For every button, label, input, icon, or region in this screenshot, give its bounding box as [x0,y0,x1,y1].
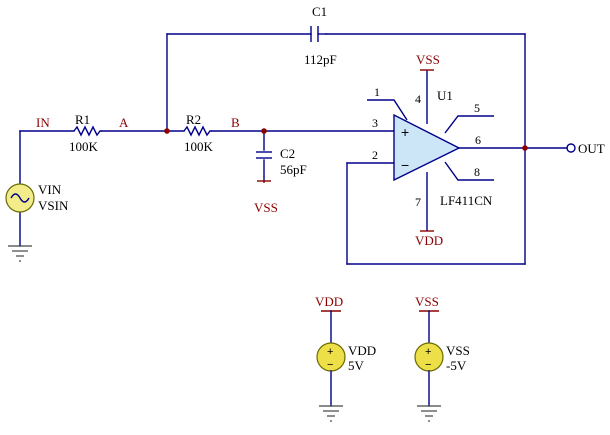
r1-designator: R1 [75,112,90,127]
net-label-out: OUT [578,141,605,156]
junction-node-b [261,128,267,134]
ground-symbol-vin [8,245,32,262]
pin-3-label: 3 [372,116,378,130]
vdd-label-opamp: VDD [415,233,443,248]
vdd-source-port-label: VDD [315,294,343,309]
r1-value: 100K [69,139,99,154]
vss-source-port-label: VSS [415,294,439,309]
power-port-vss-source: VSS [415,294,439,344]
net-label-a: A [119,115,129,130]
power-port-vdd-source: VDD [315,294,343,344]
dc-source-vdd[interactable]: + − VDD 5V [316,342,376,407]
voltage-source-vin[interactable]: VIN VSIN [5,182,69,213]
vin-type: VSIN [38,198,69,213]
power-port-vss-opamp: VSS [416,52,440,71]
power-port-vdd-opamp: VDD [415,230,443,248]
net-label-b: B [231,115,240,130]
pin-6-label: 6 [475,133,481,147]
capacitor-c1[interactable]: C1 112pF [304,4,337,67]
vdd-source-value: 5V [348,358,365,373]
c1-designator: C1 [312,4,327,19]
r2-designator: R2 [186,112,201,127]
power-port-vss-c2: VSS [254,180,278,215]
junction-node-a [164,128,170,134]
pin-2-label: 2 [372,148,378,162]
output-port [566,143,576,153]
opamp-plus-sign: + [401,124,409,140]
u1-designator: U1 [437,88,453,103]
vin-designator: VIN [38,182,62,197]
c1-value: 112pF [304,52,337,67]
r2-value: 100K [184,139,214,154]
pin-8-label: 8 [474,165,480,179]
wires [19,33,568,265]
u1-part-number: LF411CN [440,193,493,208]
vss-source-plus: + [425,346,431,358]
resistor-r1[interactable]: R1 100K [69,112,102,154]
ground-symbol-vss [417,405,441,422]
dc-source-vss[interactable]: + − VSS -5V [414,342,470,407]
vdd-source-plus: + [327,346,333,358]
pin-4-label: 4 [415,92,421,106]
resistor-r2[interactable]: R2 100K [183,112,214,154]
vdd-source-minus: − [327,359,333,371]
junction-output [522,145,528,151]
ground-symbol-vdd [319,405,343,422]
opamp-minus-sign: − [401,157,409,173]
c2-designator: C2 [280,146,295,161]
vss-label-opamp: VSS [416,52,440,67]
pin-1-label: 1 [374,85,380,99]
vss-source-value: -5V [446,358,467,373]
capacitor-c2[interactable]: C2 56pF [256,146,307,177]
vss-source-designator: VSS [446,343,470,358]
net-label-in: IN [36,115,50,130]
c2-value: 56pF [280,162,307,177]
opamp-u1[interactable]: + − 1 3 2 4 7 5 6 8 U1 LF411CN [367,70,494,231]
vss-label-c2: VSS [254,200,278,215]
pin-5-label: 5 [474,101,480,115]
vdd-source-designator: VDD [348,343,376,358]
vss-source-minus: − [425,359,431,371]
pin-7-label: 7 [415,195,421,209]
